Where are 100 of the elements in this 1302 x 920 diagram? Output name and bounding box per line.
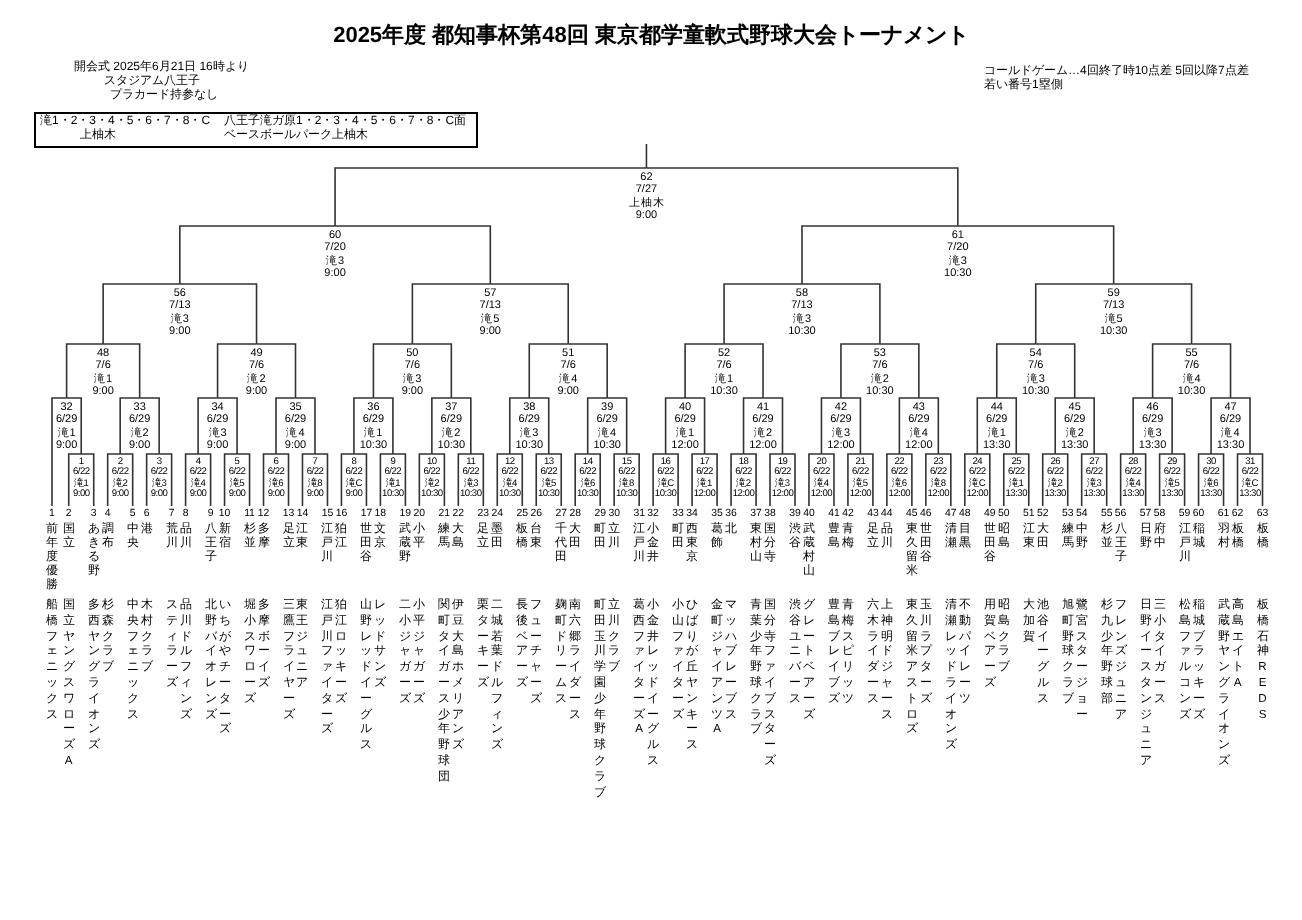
bracket-line [179, 225, 336, 285]
bracket-line [1210, 453, 1225, 507]
bracket-line [65, 343, 104, 399]
bracket-line [586, 397, 608, 455]
bracket-line [574, 453, 589, 507]
bracket-line [762, 397, 784, 455]
bracket-line [730, 453, 745, 507]
bracket-line [1015, 453, 1030, 507]
bracket-line [353, 453, 368, 507]
bracket-line [275, 397, 297, 455]
bracket-line [1034, 283, 1115, 345]
bracket-line [457, 453, 472, 507]
bracket-line [372, 397, 394, 455]
bracket-line [236, 453, 251, 507]
bracket-line [255, 343, 297, 399]
bracket-line [742, 453, 757, 507]
bracket-line [145, 453, 160, 507]
bracket-line [1210, 397, 1232, 455]
bracket-line [613, 453, 628, 507]
bracket-line [1054, 397, 1076, 455]
bracket-line [898, 397, 920, 455]
bracket-line [197, 397, 219, 455]
bracket-line [840, 397, 862, 455]
bracket-line [664, 453, 679, 507]
bracket-line [392, 453, 407, 507]
bracket-line [996, 343, 1037, 399]
bracket-line [119, 397, 141, 455]
bracket-line [340, 453, 355, 507]
bracket-line [586, 453, 601, 507]
bracket-line [1171, 453, 1186, 507]
bracket-line [102, 343, 141, 399]
title: 2025年度 都知事杯第48回 東京都学童軟式野球大会トーナメント [331, 21, 971, 50]
bracket-line [1119, 453, 1134, 507]
bracket-line [450, 397, 472, 455]
bracket-line [664, 397, 686, 455]
bracket-line [937, 453, 952, 507]
bracket-line [275, 453, 290, 507]
bracket-line [1132, 397, 1154, 455]
bracket-line [301, 453, 316, 507]
bracket-line [691, 453, 706, 507]
bracket-line [294, 397, 316, 455]
bracket-line [67, 453, 82, 507]
bracket-line [820, 453, 835, 507]
bracket-line [886, 453, 901, 507]
bracket-line [547, 453, 563, 507]
bracket-line [1034, 343, 1076, 399]
bracket-line [684, 343, 725, 399]
bracket-line [411, 343, 453, 399]
bracket-line [801, 283, 881, 345]
bracket-line [1249, 453, 1264, 507]
bracket-line [1073, 397, 1095, 455]
bracket-line [1151, 397, 1173, 455]
bracket-line [223, 453, 238, 507]
bracket-line [1229, 397, 1251, 455]
bracket-line [723, 283, 803, 345]
bracket-line [925, 453, 940, 507]
bracket-line [1112, 283, 1193, 345]
bracket-line [742, 397, 764, 455]
bracket-line [898, 453, 913, 507]
bracket-line [528, 343, 569, 399]
bracket-line [334, 167, 648, 227]
bracket-line [106, 453, 121, 507]
bracket-line [80, 453, 95, 507]
bracket-line [1151, 343, 1193, 399]
bracket-line [197, 453, 212, 507]
bracket-line [820, 397, 842, 455]
bracket-line [703, 453, 718, 507]
bracket-line [508, 453, 524, 507]
bracket-line [964, 453, 979, 507]
bracket-line [1158, 453, 1173, 507]
bracket-line [314, 453, 329, 507]
bracket-line [138, 397, 160, 455]
bracket-line [158, 453, 173, 507]
bracket-line [879, 343, 920, 399]
bracket-line [489, 283, 569, 345]
bracket-line [567, 343, 608, 399]
bracket-line [1054, 453, 1069, 507]
bracket-line [528, 397, 550, 455]
bracket-line [431, 453, 446, 507]
bracket-line [431, 397, 453, 455]
bracket-line [216, 397, 238, 455]
bracket-line [1197, 453, 1212, 507]
bracket-line [645, 143, 648, 169]
bracket-line [379, 453, 394, 507]
bracket-line [119, 453, 134, 507]
bracket-line [769, 453, 784, 507]
bracket-line [1093, 453, 1108, 507]
bracket-line [184, 453, 199, 507]
bracket-line [859, 453, 874, 507]
bracket-line [353, 397, 375, 455]
bracket-line [1080, 453, 1095, 507]
bracket-line [1190, 343, 1232, 399]
bracket-line [334, 225, 492, 285]
bracket-line [723, 343, 764, 399]
bracket-line [418, 453, 433, 507]
bracket-line [918, 397, 940, 455]
bracket-line [976, 453, 991, 507]
bracket-line [262, 453, 277, 507]
bracket-line [65, 397, 82, 455]
bracket-line [1236, 453, 1251, 507]
